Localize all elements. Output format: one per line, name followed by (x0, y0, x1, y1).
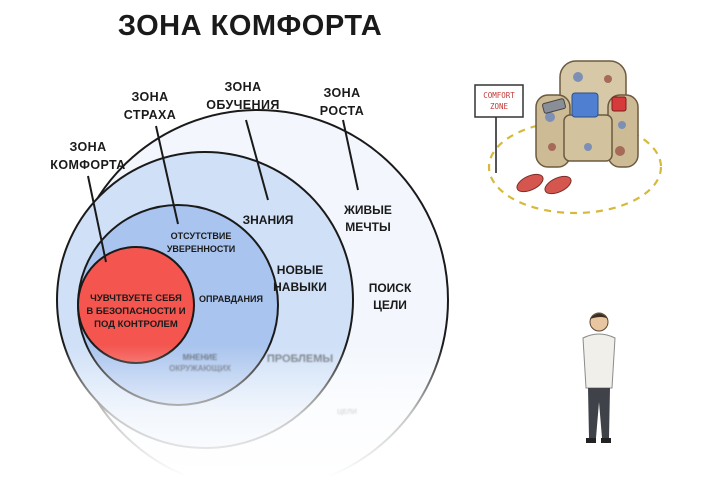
learning-item-skills: НОВЫЕ НАВЫКИ (273, 263, 327, 294)
fear-item-confidence: ОТСУТСТВИЕ УВЕРЕННОСТИ (166, 231, 236, 254)
label-fear-zone: ЗОНА СТРАХА (123, 90, 177, 122)
sign-text-line2: ZONE (490, 102, 509, 111)
sign-board (474, 84, 524, 118)
fear-item-excuses: ОПРАВДАНИЯ (199, 294, 263, 304)
sign-text-line1: COMFORT (483, 91, 515, 100)
comfort-zone-text: ЧУВЧТВУЕТЕ СЕБЯ В БЕЗОПАСНОСТИ И ПОД КОН… (86, 293, 186, 330)
label-growth-zone: ЗОНА РОСТА (319, 86, 365, 118)
chair-seat (563, 114, 613, 162)
learning-item-problems: ПРОБЛЕМЫ (266, 353, 334, 365)
page-title: ЗОНА КОМФОРТА (117, 10, 383, 42)
label-learning-zone: ЗОНА ОБУЧЕНИЯ (206, 80, 280, 112)
remote (542, 98, 566, 114)
learning-pointer-line (245, 119, 269, 201)
growth-pointer-line (342, 119, 359, 191)
pillow (571, 92, 599, 118)
man-shirt (582, 333, 616, 389)
comfort-pointer-line (87, 175, 107, 263)
growth-item-goals: ЦЕЛИ (337, 409, 357, 416)
fear-pointer-line (155, 125, 179, 225)
learning-item-knowledge: ЗНАНИЯ (242, 213, 294, 227)
label-comfort-zone: ЗОНА КОМФОРТА (50, 140, 126, 172)
mug (611, 96, 627, 112)
armchair-illustration: COMFORT ZONE (474, 60, 663, 215)
growth-item-goal-search: ПОИСК ЦЕЛИ (368, 281, 412, 312)
man-trousers (588, 388, 610, 438)
slipper-left (516, 173, 544, 193)
fear-item-opinions: МНЕНИЕ ОКРУЖАЮЩИХ (169, 353, 231, 373)
slipper-right (544, 175, 572, 195)
growth-item-dreams: ЖИВЫЕ МЕЧТЫ (344, 203, 392, 234)
man-illustration (572, 312, 624, 455)
